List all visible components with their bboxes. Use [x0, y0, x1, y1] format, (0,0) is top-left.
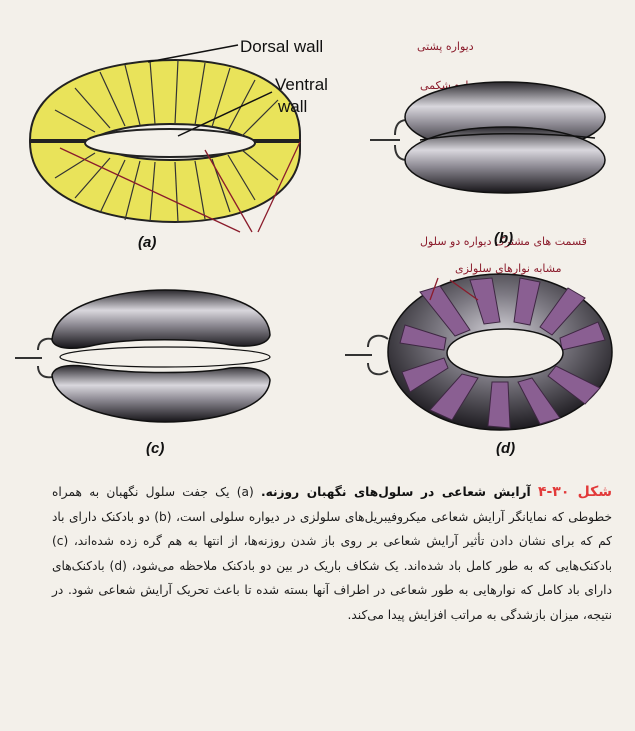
stomatal-pore: [84, 128, 256, 158]
panel-d-balloons-with-bands: [345, 273, 613, 431]
dorsal-wall-label-fa: دیواره پشتی: [417, 40, 474, 53]
microfibril-bands-label-fa: مشابه نوارهای سلولزی: [455, 262, 562, 275]
shared-wall-leader-1: [59, 147, 241, 233]
shared-wall-leader-2: [204, 149, 253, 233]
shared-walls-label-fa: قسمت های مشترک دیواره دو سلول: [420, 235, 587, 248]
figure-illustration: Dorsal wall دیواره پشتی Ventral wall دیو…: [15, 37, 613, 457]
panel-a-guard-cells: [28, 44, 301, 233]
bands-leader-1: [429, 277, 439, 301]
ventral-wall-label-1: Ventral: [275, 75, 328, 94]
ventral-wall-leader: [177, 91, 273, 137]
balloon-lower: [404, 126, 606, 194]
caption-title: آرایش شعاعی در سلول‌های نگهبان روزنه.: [260, 485, 531, 499]
balloon-lower: [51, 364, 271, 423]
enlarged-pore: [446, 328, 564, 378]
ventral-wall-label-2: wall: [277, 97, 307, 116]
cellulose-like-bands: [399, 277, 606, 429]
figure-caption: شکل ۳۰-۴ آرایش شعاعی در سلول‌های نگهبان …: [52, 480, 612, 720]
narrow-slit: [59, 346, 271, 368]
panel-b-label: (b): [494, 230, 513, 247]
panel-a-label: (a): [138, 234, 156, 251]
caption-body: (a) یک جفت سلول نگهبان به همراه خطوطی که…: [52, 485, 612, 622]
dorsal-wall-label: Dorsal wall: [240, 37, 323, 56]
balloon-upper: [51, 289, 271, 350]
shared-wall-leader-3: [257, 141, 301, 233]
panel-b-balloons-low-inflation: [370, 81, 606, 194]
bands-leader-2: [449, 279, 479, 301]
dorsal-wall-leader: [147, 44, 239, 63]
guard-cell-upper: [28, 58, 301, 141]
panel-c-balloons-full-inflation: [15, 289, 271, 423]
panel-d-label: (d): [496, 440, 515, 457]
figure-number: شکل ۳۰-۴: [537, 484, 613, 500]
panel-c-label: (c): [146, 440, 164, 457]
